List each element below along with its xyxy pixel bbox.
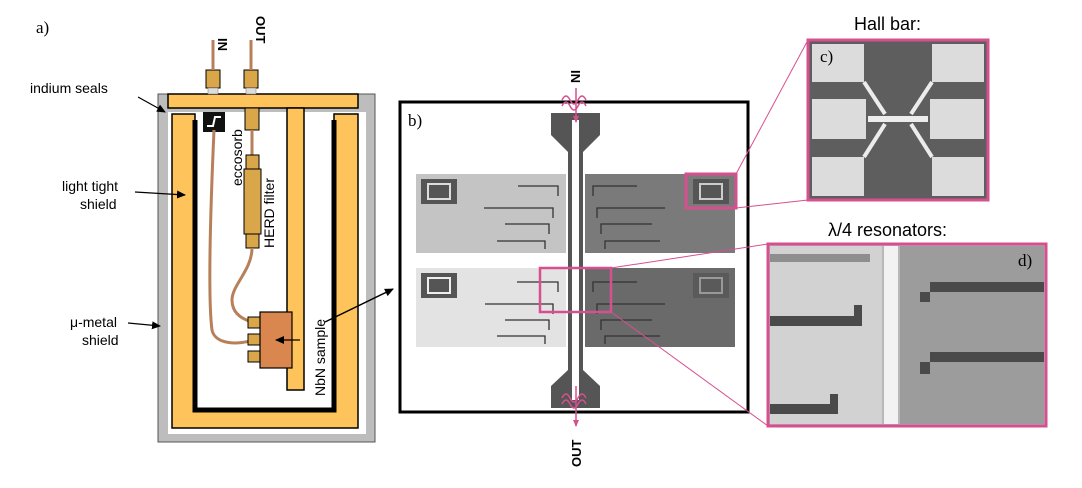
hallbar-icon-4-detail [699,277,723,294]
chip-in-label: IN [568,70,583,83]
panel-c-label: c) [820,47,833,66]
feedline-center [572,120,579,400]
resonators-feedline [884,246,898,424]
out-connector [243,69,259,89]
setup-panel: a) IN OUT eccosorb HERD filter [30,16,394,443]
in-signal-wave-2 [561,101,587,111]
panel-d-label: d) [1018,251,1032,270]
zoom-line-d1 [610,243,769,269]
herd-upper-fitting [245,154,260,170]
sample-label: NbN sample [312,319,328,396]
mu-metal-arrow [127,321,161,330]
indium-seal-in [207,87,219,95]
panel-b-label: b) [408,111,422,130]
resonators-left-region [770,246,882,424]
resonators-left [484,185,559,344]
herd-filter [243,168,262,235]
hallbar-icon-4 [693,273,729,298]
resonators-right [592,185,665,344]
light-tight-label-2: shield [80,196,117,212]
indium-seal-out [245,87,257,95]
hall-bar-panel: Hall bar: c) [806,14,990,202]
zoom-line-c1 [735,39,809,175]
in-cable [208,129,253,345]
herd-filter-label: HERD filter [261,178,277,248]
resonators-right-region [900,246,1044,424]
hall-bar-channel [868,116,928,122]
hallbar-icon-3 [421,273,457,298]
resonator-highlight [538,266,613,314]
resonators-title: λ/4 resonators: [828,220,947,240]
mu-metal-label-2: shield [82,332,119,348]
resonator-traces [770,254,1044,414]
zoom-line-d2 [610,311,769,427]
herd-lower-fitting [245,233,260,249]
top-lid [167,93,359,109]
sample-to-chip-arrow [324,288,394,323]
setup-in-label: IN [215,38,230,51]
sample-connector-3 [247,350,261,363]
panel-a-label: a) [36,18,49,37]
in-signal-wave [561,95,587,105]
light-tight-arrow [134,190,186,199]
resonators-panel: λ/4 resonators: d) [766,220,1048,428]
in-connector [205,69,221,89]
hallbar-icon-2 [693,179,729,204]
out-signal-wave-2 [561,399,587,409]
hallbar-icon-1-detail [427,183,451,200]
hallbar-icon-3-detail [427,277,451,294]
hall-bar-leads [862,80,934,159]
eccosorb-symbol [207,116,221,127]
zoom-line-c2 [735,199,809,209]
hall-bar-title: Hall bar: [854,14,921,34]
out-cable [230,247,254,324]
herd-top-connector [244,107,260,131]
hallbar-icon-2-detail [699,183,723,200]
sample-connector-1 [247,316,261,329]
eccosorb-label: eccosorb [229,129,245,186]
hallbar-icon-1 [421,179,457,204]
chip-panel: b) [398,39,809,468]
chip-out-label: OUT [569,440,584,468]
hall-bar-pads [812,44,984,196]
shield-inner-liner [192,120,337,413]
out-signal-wave [561,393,587,403]
hallbar-highlight [684,172,738,210]
setup-out-label: OUT [253,16,268,44]
light-tight-label-1: light tight [62,178,118,194]
sample-connector-2 [247,333,261,346]
mu-metal-label-1: μ-metal [70,314,117,330]
indium-seals-label: indium seals [30,80,108,96]
indium-seals-arrow [137,96,166,113]
